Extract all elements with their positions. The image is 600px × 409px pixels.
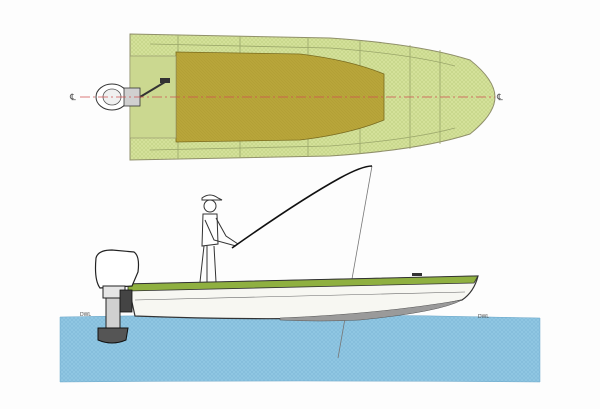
bow-cleat xyxy=(412,273,422,276)
fishing-line xyxy=(337,165,373,359)
angler-figure xyxy=(199,194,239,283)
fishing-rod xyxy=(231,165,373,249)
centerline-symbol-left: ℄ xyxy=(69,92,76,102)
dwl-label-aft: DWL xyxy=(80,312,91,318)
plan-view: ℄ ℄ xyxy=(69,33,503,161)
centerline-symbol-right: ℄ xyxy=(496,92,503,102)
profile-keel-band xyxy=(279,299,463,322)
profile-view: DWL DWL xyxy=(59,165,541,383)
water-surface xyxy=(59,314,541,383)
profile-outboard-motor xyxy=(94,249,140,344)
dwl-label-fwd: DWL xyxy=(478,314,489,320)
profile-sheer-stripe xyxy=(127,275,479,292)
